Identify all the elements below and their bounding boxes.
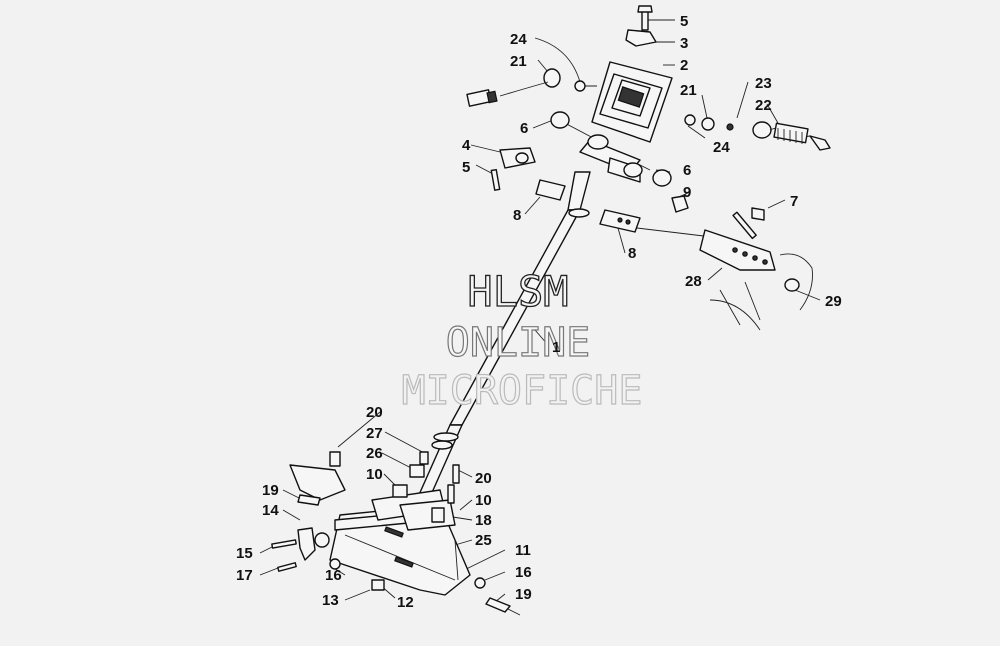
callout-17: 17 — [236, 567, 253, 584]
callout-8-left: 8 — [513, 207, 521, 224]
callout-21-right: 21 — [680, 82, 697, 99]
callout-10-left: 10 — [366, 466, 383, 483]
watermark: HLSM ONLINE MICROFICHE — [401, 266, 643, 414]
callout-26: 26 — [366, 445, 383, 462]
callout-14: 14 — [262, 502, 279, 519]
callout-28: 28 — [685, 273, 702, 290]
callout-20-left: 20 — [366, 404, 383, 421]
callout-25: 25 — [475, 532, 492, 549]
callout-4: 4 — [462, 137, 471, 154]
callout-24-right: 24 — [713, 139, 730, 156]
callout-19-right: 19 — [515, 586, 532, 603]
lower-mount-bracket — [329, 489, 471, 596]
callout-22: 22 — [755, 97, 772, 114]
callout-labels: 5 3 2 24 21 23 22 21 24 6 4 5 6 9 7 8 8 … — [236, 13, 842, 611]
bushings — [550, 111, 672, 187]
callout-23: 23 — [755, 75, 772, 92]
callout-9: 9 — [683, 184, 691, 201]
callout-5-top: 5 — [680, 13, 688, 30]
callout-2: 2 — [680, 57, 688, 74]
right-side-switch-parts — [684, 114, 831, 151]
callout-6-right: 6 — [683, 162, 691, 179]
callout-3: 3 — [680, 35, 688, 52]
callout-7: 7 — [790, 193, 798, 210]
callout-16-right: 16 — [515, 564, 532, 581]
callout-8-right: 8 — [628, 245, 636, 262]
tube-bushings — [535, 179, 641, 233]
callout-12: 12 — [397, 594, 414, 611]
left-clamp — [490, 147, 536, 191]
callout-24-left: 24 — [510, 31, 527, 48]
steering-arm-bracket — [671, 195, 813, 331]
left-switch-wire — [466, 68, 586, 107]
callout-6-left: 6 — [520, 120, 528, 137]
callout-18: 18 — [475, 512, 492, 529]
callout-11: 11 — [515, 542, 531, 559]
callout-29: 29 — [825, 293, 842, 310]
callout-10-right: 10 — [475, 492, 492, 509]
callout-19-left: 19 — [262, 482, 279, 499]
callout-1: 1 — [552, 339, 560, 356]
callout-15: 15 — [236, 545, 253, 562]
watermark-line-2: ONLINE — [446, 320, 591, 366]
lower-small-parts — [271, 451, 511, 613]
callout-21-left: 21 — [510, 53, 527, 70]
callout-27: 27 — [366, 425, 383, 442]
watermark-line-3: MICROFICHE — [402, 368, 643, 414]
callout-13: 13 — [322, 592, 339, 609]
handlebar-block — [591, 5, 673, 143]
callout-20-right: 20 — [475, 470, 492, 487]
callout-16-left: 16 — [325, 567, 342, 584]
callout-5-left: 5 — [462, 159, 470, 176]
watermark-line-1: HLSM — [467, 267, 568, 316]
